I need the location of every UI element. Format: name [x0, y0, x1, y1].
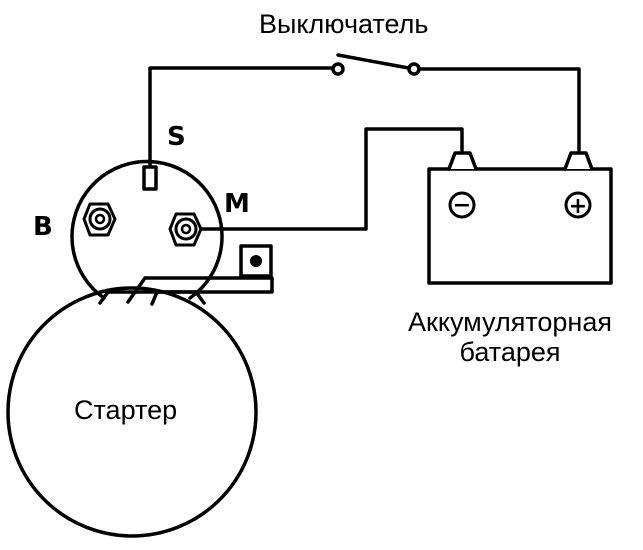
b-terminal-label: B — [33, 212, 53, 242]
m-terminal-nut — [168, 212, 203, 247]
b-terminal-nut — [82, 202, 117, 237]
solenoid-body — [70, 159, 224, 300]
switch-contact-left — [331, 62, 345, 76]
battery-negative-post — [447, 151, 478, 171]
m-terminal-label: M — [224, 189, 250, 219]
wire-switch-to-battery-positive — [417, 67, 581, 154]
field-connector-strap — [126, 276, 274, 306]
battery-label-line1: Аккумуляторная — [408, 307, 612, 337]
switch-blade — [336, 53, 416, 71]
field-terminal-bolt — [250, 255, 262, 267]
wire-s-to-switch — [148, 66, 338, 170]
battery-label: Аккумуляторная батарея — [375, 307, 643, 367]
switch-label: Выключатель — [259, 9, 429, 39]
starter-motor — [6, 286, 258, 538]
battery-positive-post — [563, 151, 594, 171]
battery-label-line2: батарея — [459, 337, 561, 368]
starter-label: Стартер — [74, 395, 178, 425]
battery-case — [427, 167, 613, 285]
positive-terminal-mark — [564, 191, 592, 219]
negative-terminal-mark — [448, 191, 476, 219]
positive-sign: + — [569, 194, 587, 219]
solenoid-bracket — [98, 290, 206, 305]
wire-m-to-battery-negative — [199, 127, 464, 231]
s-terminal-label: S — [167, 122, 186, 152]
s-terminal-stub — [142, 165, 158, 191]
negative-sign: − — [453, 193, 471, 218]
